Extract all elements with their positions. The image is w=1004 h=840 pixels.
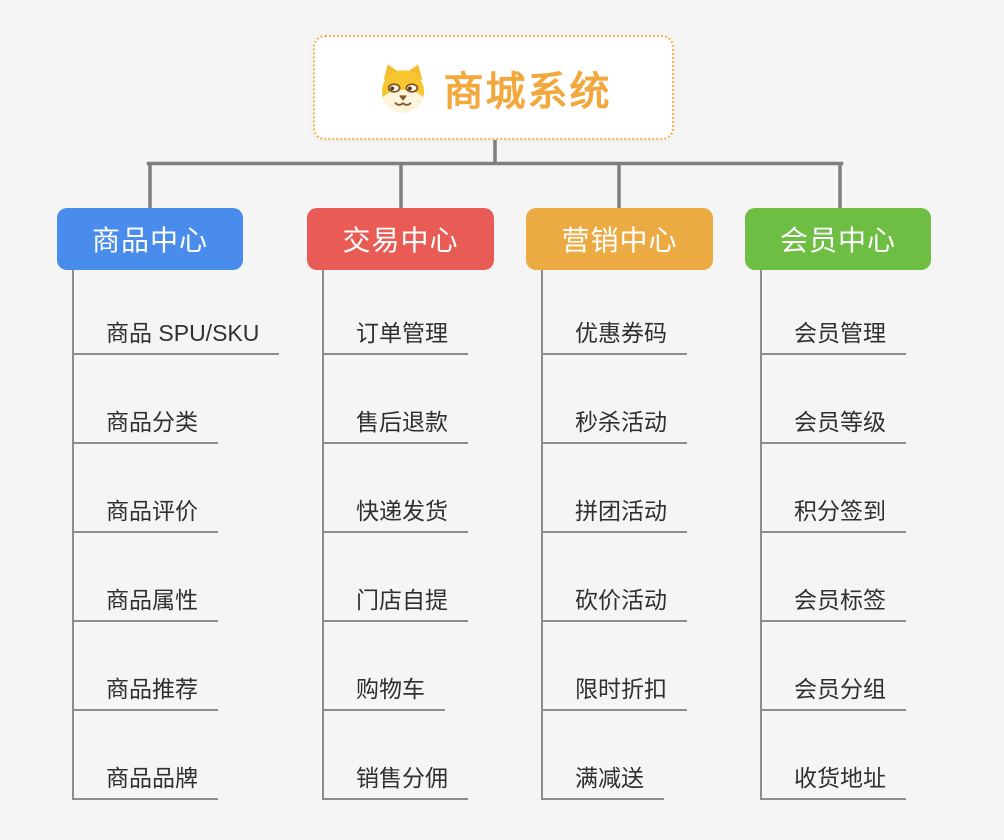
child-topic[interactable]: 会员分组 (760, 674, 906, 711)
child-topic[interactable]: 商品推荐 (72, 674, 218, 711)
child-topic[interactable]: 收货地址 (760, 763, 906, 800)
branch-node-product-center[interactable]: 商品中心 (57, 208, 243, 270)
branch-label: 商品中心 (91, 225, 208, 256)
child-topic[interactable]: 商品品牌 (72, 763, 218, 800)
child-topic[interactable]: 商品属性 (72, 585, 218, 622)
branch-node-marketing-center[interactable]: 营销中心 (526, 208, 713, 270)
child-topic[interactable]: 限时折扣 (541, 674, 687, 711)
dog-face-icon (381, 63, 424, 112)
child-topic[interactable]: 销售分佣 (322, 763, 468, 800)
child-topic[interactable]: 拼团活动 (541, 496, 687, 533)
child-topic[interactable]: 会员等级 (760, 407, 906, 444)
child-topic[interactable]: 会员标签 (760, 585, 906, 622)
child-topic[interactable]: 订单管理 (322, 318, 468, 355)
child-topic[interactable]: 售后退款 (322, 407, 468, 444)
child-topic[interactable]: 满减送 (541, 763, 664, 800)
branch-node-member-center[interactable]: 会员中心 (745, 208, 931, 270)
child-topic[interactable]: 秒杀活动 (541, 407, 687, 444)
child-topic[interactable]: 门店自提 (322, 585, 468, 622)
child-topic[interactable]: 积分签到 (760, 496, 906, 533)
child-topic[interactable]: 商品 SPU/SKU (72, 318, 280, 355)
child-topic[interactable]: 会员管理 (760, 318, 906, 355)
child-topic[interactable]: 商品评价 (72, 496, 218, 533)
child-topic[interactable]: 商品分类 (72, 407, 218, 444)
branch-label: 会员中心 (779, 225, 896, 256)
child-topic[interactable]: 购物车 (322, 674, 445, 711)
branch-label: 交易中心 (342, 225, 459, 256)
branch-label: 营销中心 (561, 225, 678, 256)
child-topic[interactable]: 砍价活动 (541, 585, 687, 622)
child-topic[interactable]: 优惠券码 (541, 318, 687, 355)
child-topic[interactable]: 快递发货 (322, 496, 468, 533)
branch-node-trade-center[interactable]: 交易中心 (307, 208, 494, 270)
root-title: 商城系统 (443, 69, 612, 114)
root-node[interactable]: 商城系统 (313, 35, 674, 140)
